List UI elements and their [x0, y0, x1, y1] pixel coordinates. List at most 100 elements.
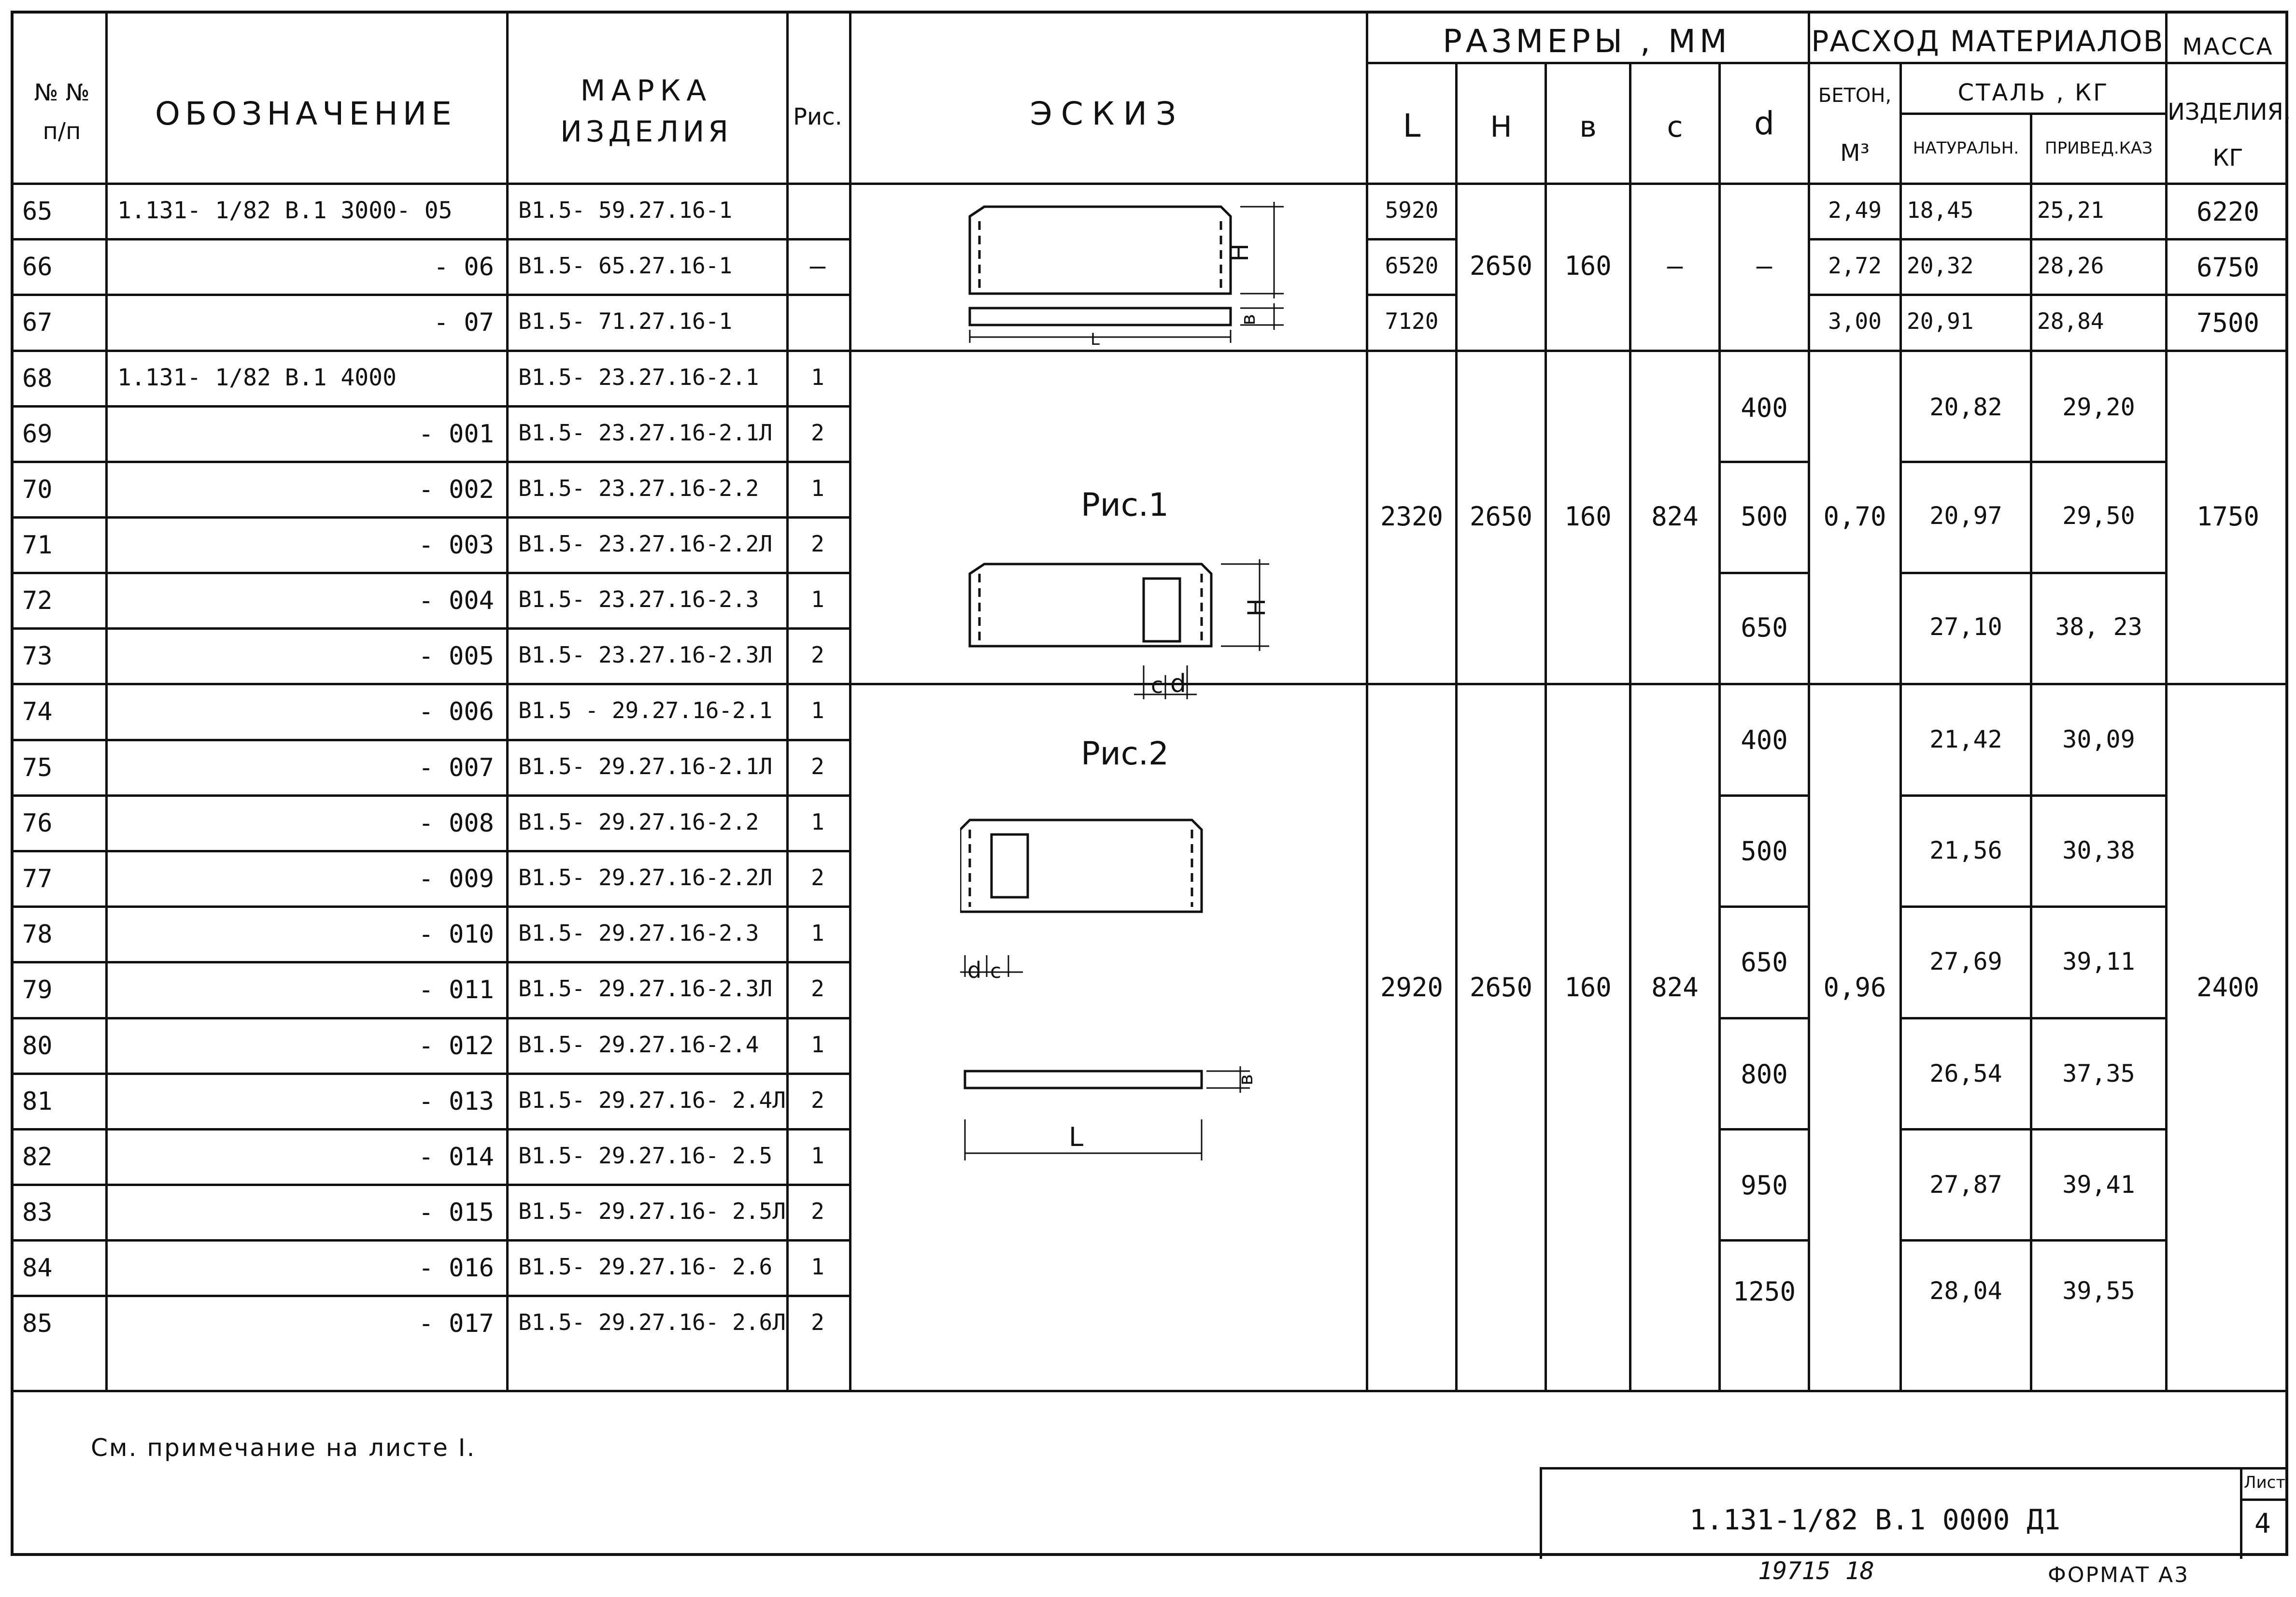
sketch-group-a [968, 202, 1284, 343]
groupA-fig: — [809, 251, 826, 281]
groupC-line-steel [1899, 1239, 2165, 1242]
row-mark: В1.5- 29.27.16-2.3 [518, 920, 759, 946]
row-fig: 1 [811, 364, 824, 390]
groupA-steel-nat-cell: 18,45 [1907, 197, 1974, 223]
row-fig: 2 [811, 1198, 824, 1224]
table-bottom-line [14, 1390, 2288, 1392]
header-dim-c: с [1667, 110, 1683, 144]
header-mark-2: ИЗДЕЛИЯ [560, 115, 732, 149]
sketch-a-L-label: L [1091, 330, 1100, 349]
row-designation: - 006 [418, 697, 494, 726]
row-line-left [14, 461, 849, 463]
group-separator-b [14, 683, 2288, 685]
row-fig: 2 [811, 420, 824, 446]
groupC-steel-red-cell: 37,35 [2062, 1060, 2135, 1088]
row-mark: В1.5- 23.27.16-2.3 [518, 586, 759, 612]
groupA-H: 2650 [1469, 251, 1533, 281]
groupB-d-cell: 650 [1741, 612, 1788, 643]
row-mark: В1.5- 29.27.16- 2.5 [518, 1143, 773, 1169]
row-number: 77 [22, 864, 53, 893]
groupA-steel-red-cell: 25,21 [2037, 197, 2104, 223]
row-mark: В1.5- 59.27.16-1 [518, 197, 733, 223]
row-number: 80 [22, 1032, 53, 1060]
groupB-c: 824 [1651, 501, 1699, 532]
groupA-L-cell: 6520 [1385, 253, 1439, 279]
row-fig: 1 [811, 1032, 824, 1058]
groupC-steel-nat-cell: 27,69 [1929, 947, 2002, 975]
groupC-d-cell: 800 [1741, 1059, 1788, 1089]
row-designation: - 009 [418, 864, 494, 893]
groupC-steel-red-cell: 30,09 [2062, 725, 2135, 753]
groupC-steel-red-cell: 39,55 [2062, 1277, 2135, 1305]
groupB-line-d [1718, 461, 1808, 463]
header-steel-red: ПРИВЕД.КАЗ [2045, 139, 2153, 158]
groupC-line-d [1718, 1239, 1808, 1242]
row-designation: - 012 [418, 1032, 494, 1060]
col-line-6 [1455, 62, 1458, 1390]
sketch-fig1-H-label: H [1242, 598, 1271, 617]
groupC-d-cell: 500 [1741, 836, 1788, 866]
row-mark: В1.5- 23.27.16-2.3Л [518, 642, 773, 668]
groupA-mass-cell: 7500 [2196, 308, 2260, 338]
row-designation: - 06 [433, 253, 494, 282]
row-mark: В1.5- 29.27.16-2.3Л [518, 975, 773, 1002]
header-sketch: ЭСКИЗ [1030, 95, 1185, 132]
row-line-left [14, 1073, 849, 1075]
col-line-2 [506, 14, 509, 1390]
col-line-1 [105, 14, 108, 1390]
row-designation: - 001 [418, 420, 494, 449]
sketch-fig1-c-label: с [1151, 672, 1163, 698]
groupB-line-steel [1899, 572, 2165, 574]
row-number: 69 [22, 420, 53, 449]
row-fig: 1 [811, 920, 824, 946]
groupA-steel-nat-cell: 20,32 [1907, 253, 1974, 279]
row-designation: - 014 [418, 1143, 494, 1172]
stamp-sheet-divider [2240, 1467, 2242, 1559]
row-line-left [14, 1128, 849, 1131]
row-number: 83 [22, 1198, 53, 1227]
row-number: 79 [22, 975, 53, 1004]
groupB-d-cell: 500 [1741, 501, 1788, 532]
groupC-b: 160 [1564, 972, 1612, 1003]
row-mark: В1.5- 23.27.16-2.1 [518, 364, 759, 390]
row-designation: - 010 [418, 920, 494, 949]
header-concrete-1: БЕТОН, [1818, 85, 1892, 107]
groupA-steel-red-cell: 28,84 [2037, 308, 2104, 334]
groupA-b: 160 [1564, 251, 1612, 281]
groupC-H: 2650 [1469, 972, 1533, 1003]
groupA-L-cell: 5920 [1385, 197, 1439, 223]
row-mark: В1.5- 23.27.16-2.2Л [518, 531, 773, 557]
row-number: 66 [22, 253, 53, 282]
col-line-4 [849, 14, 851, 1390]
sketch-fig2 [960, 819, 1250, 1160]
row-designation: - 015 [418, 1198, 494, 1227]
header-designation: ОБОЗНАЧЕНИЕ [155, 95, 456, 132]
sketch-fig1-d-label: d [1170, 669, 1187, 698]
group-separator-a [14, 350, 2288, 352]
header-mass-3: КГ [2212, 144, 2243, 171]
row-fig: 1 [811, 809, 824, 835]
groupA-line-L [1366, 294, 1455, 296]
sketch-fig2-label: Рис.2 [1081, 735, 1169, 772]
header-num-2: п/п [43, 118, 81, 145]
header-fig: Рис. [793, 103, 842, 130]
row-line-left [14, 850, 849, 852]
groupA-line-right [1808, 238, 2288, 240]
row-fig: 1 [811, 697, 824, 723]
row-mark: В1.5- 29.27.16-2.1Л [518, 753, 773, 779]
row-mark: В1.5- 71.27.16-1 [518, 308, 733, 334]
row-mark: В1.5- 29.27.16- 2.5Л [518, 1198, 786, 1224]
row-mark: В1.5- 23.27.16-2.2 [518, 475, 759, 501]
row-mark: В1.5- 29.27.16- 2.6 [518, 1254, 773, 1280]
col-line-10 [1808, 14, 1810, 1390]
row-designation: 1.131- 1/82 В.1 4000 [117, 364, 397, 391]
groupC-line-d [1718, 794, 1808, 797]
row-number: 81 [22, 1087, 53, 1116]
row-designation: - 007 [418, 753, 494, 782]
header-mark-1: МАРКА [580, 74, 712, 108]
row-number: 68 [22, 364, 53, 393]
row-mark: В1.5- 29.27.16- 2.4Л [518, 1087, 786, 1113]
row-fig: 2 [811, 864, 824, 890]
header-dim-b: в [1579, 110, 1597, 144]
header-num-1: № № [34, 79, 90, 106]
